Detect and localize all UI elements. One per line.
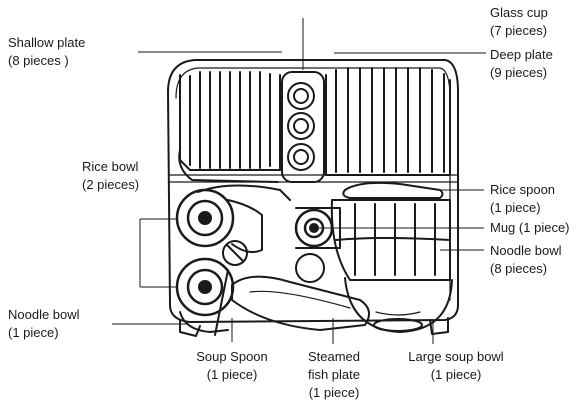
glass-cups	[281, 71, 325, 183]
large-soup-bowl-qty: (1 piece)	[430, 367, 482, 382]
glass-cup-name: Glass cup	[490, 5, 548, 20]
steamed-fish-plate-qty: (1 piece)	[308, 385, 360, 400]
label-rice-spoon: Rice spoon (1 piece)	[490, 181, 555, 217]
label-mug: Mug (1 piece)	[490, 219, 570, 237]
label-soup-spoon: Soup Spoon (1 piece)	[192, 348, 272, 384]
deep-plate-qty: (9 pieces)	[490, 65, 548, 80]
dish-rack-outline	[167, 59, 459, 323]
noodle-bowls-right	[330, 199, 451, 281]
rice-bowls	[175, 184, 291, 253]
shallow-plate-name: Shallow plate	[8, 35, 86, 50]
label-steamed-fish-plate: Steamed fish plate (1 piece)	[296, 348, 372, 402]
mug	[294, 207, 341, 283]
steamed-fish-plate-line2: fish plate	[307, 367, 361, 382]
label-large-soup-bowl: Large soup bowl (1 piece)	[396, 348, 516, 384]
shallow-plate-qty: (8 pieces )	[8, 53, 69, 68]
rice-spoon	[342, 181, 444, 199]
soup-spoon-name: Soup Spoon	[196, 349, 268, 364]
rice-spoon-name: Rice spoon	[490, 182, 556, 197]
leader-lines	[112, 18, 486, 344]
label-noodle-bowl-right: Noodle bowl (8 pieces)	[490, 242, 562, 278]
soup-spoon-qty: (1 piece)	[206, 367, 258, 382]
label-glass-cup: Glass cup (7 pieces)	[490, 4, 548, 40]
noodle-bowl-left-name: Noodle bowl	[8, 307, 80, 322]
deep-plates	[325, 67, 451, 176]
steamed-fish-plate-line1: Steamed	[307, 349, 361, 364]
shallow-plates	[178, 71, 281, 183]
glass-cup-qty: (7 pieces)	[490, 23, 548, 38]
noodle-bowl-right-qty: (8 pieces)	[490, 261, 548, 276]
rice-bowl-qty: (2 pieces)	[82, 177, 140, 192]
mug-name: Mug (1 piece)	[490, 220, 570, 235]
label-shallow-plate: Shallow plate (8 pieces )	[8, 34, 85, 70]
rice-bowl-name: Rice bowl	[82, 159, 139, 174]
soup-spoon	[214, 240, 248, 336]
label-noodle-bowl-left: Noodle bowl (1 piece)	[8, 306, 80, 342]
deep-plate-name: Deep plate	[490, 47, 553, 62]
noodle-bowl-right-name: Noodle bowl	[490, 243, 562, 258]
steamed-fish-plate	[231, 275, 370, 331]
label-deep-plate: Deep plate (9 pieces)	[490, 46, 553, 82]
label-rice-bowl: Rice bowl (2 pieces)	[82, 158, 139, 194]
large-soup-bowl	[344, 277, 453, 333]
large-soup-bowl-name: Large soup bowl	[408, 349, 504, 364]
noodle-bowl-left-qty: (1 piece)	[8, 325, 59, 340]
rice-spoon-qty: (1 piece)	[490, 200, 541, 215]
